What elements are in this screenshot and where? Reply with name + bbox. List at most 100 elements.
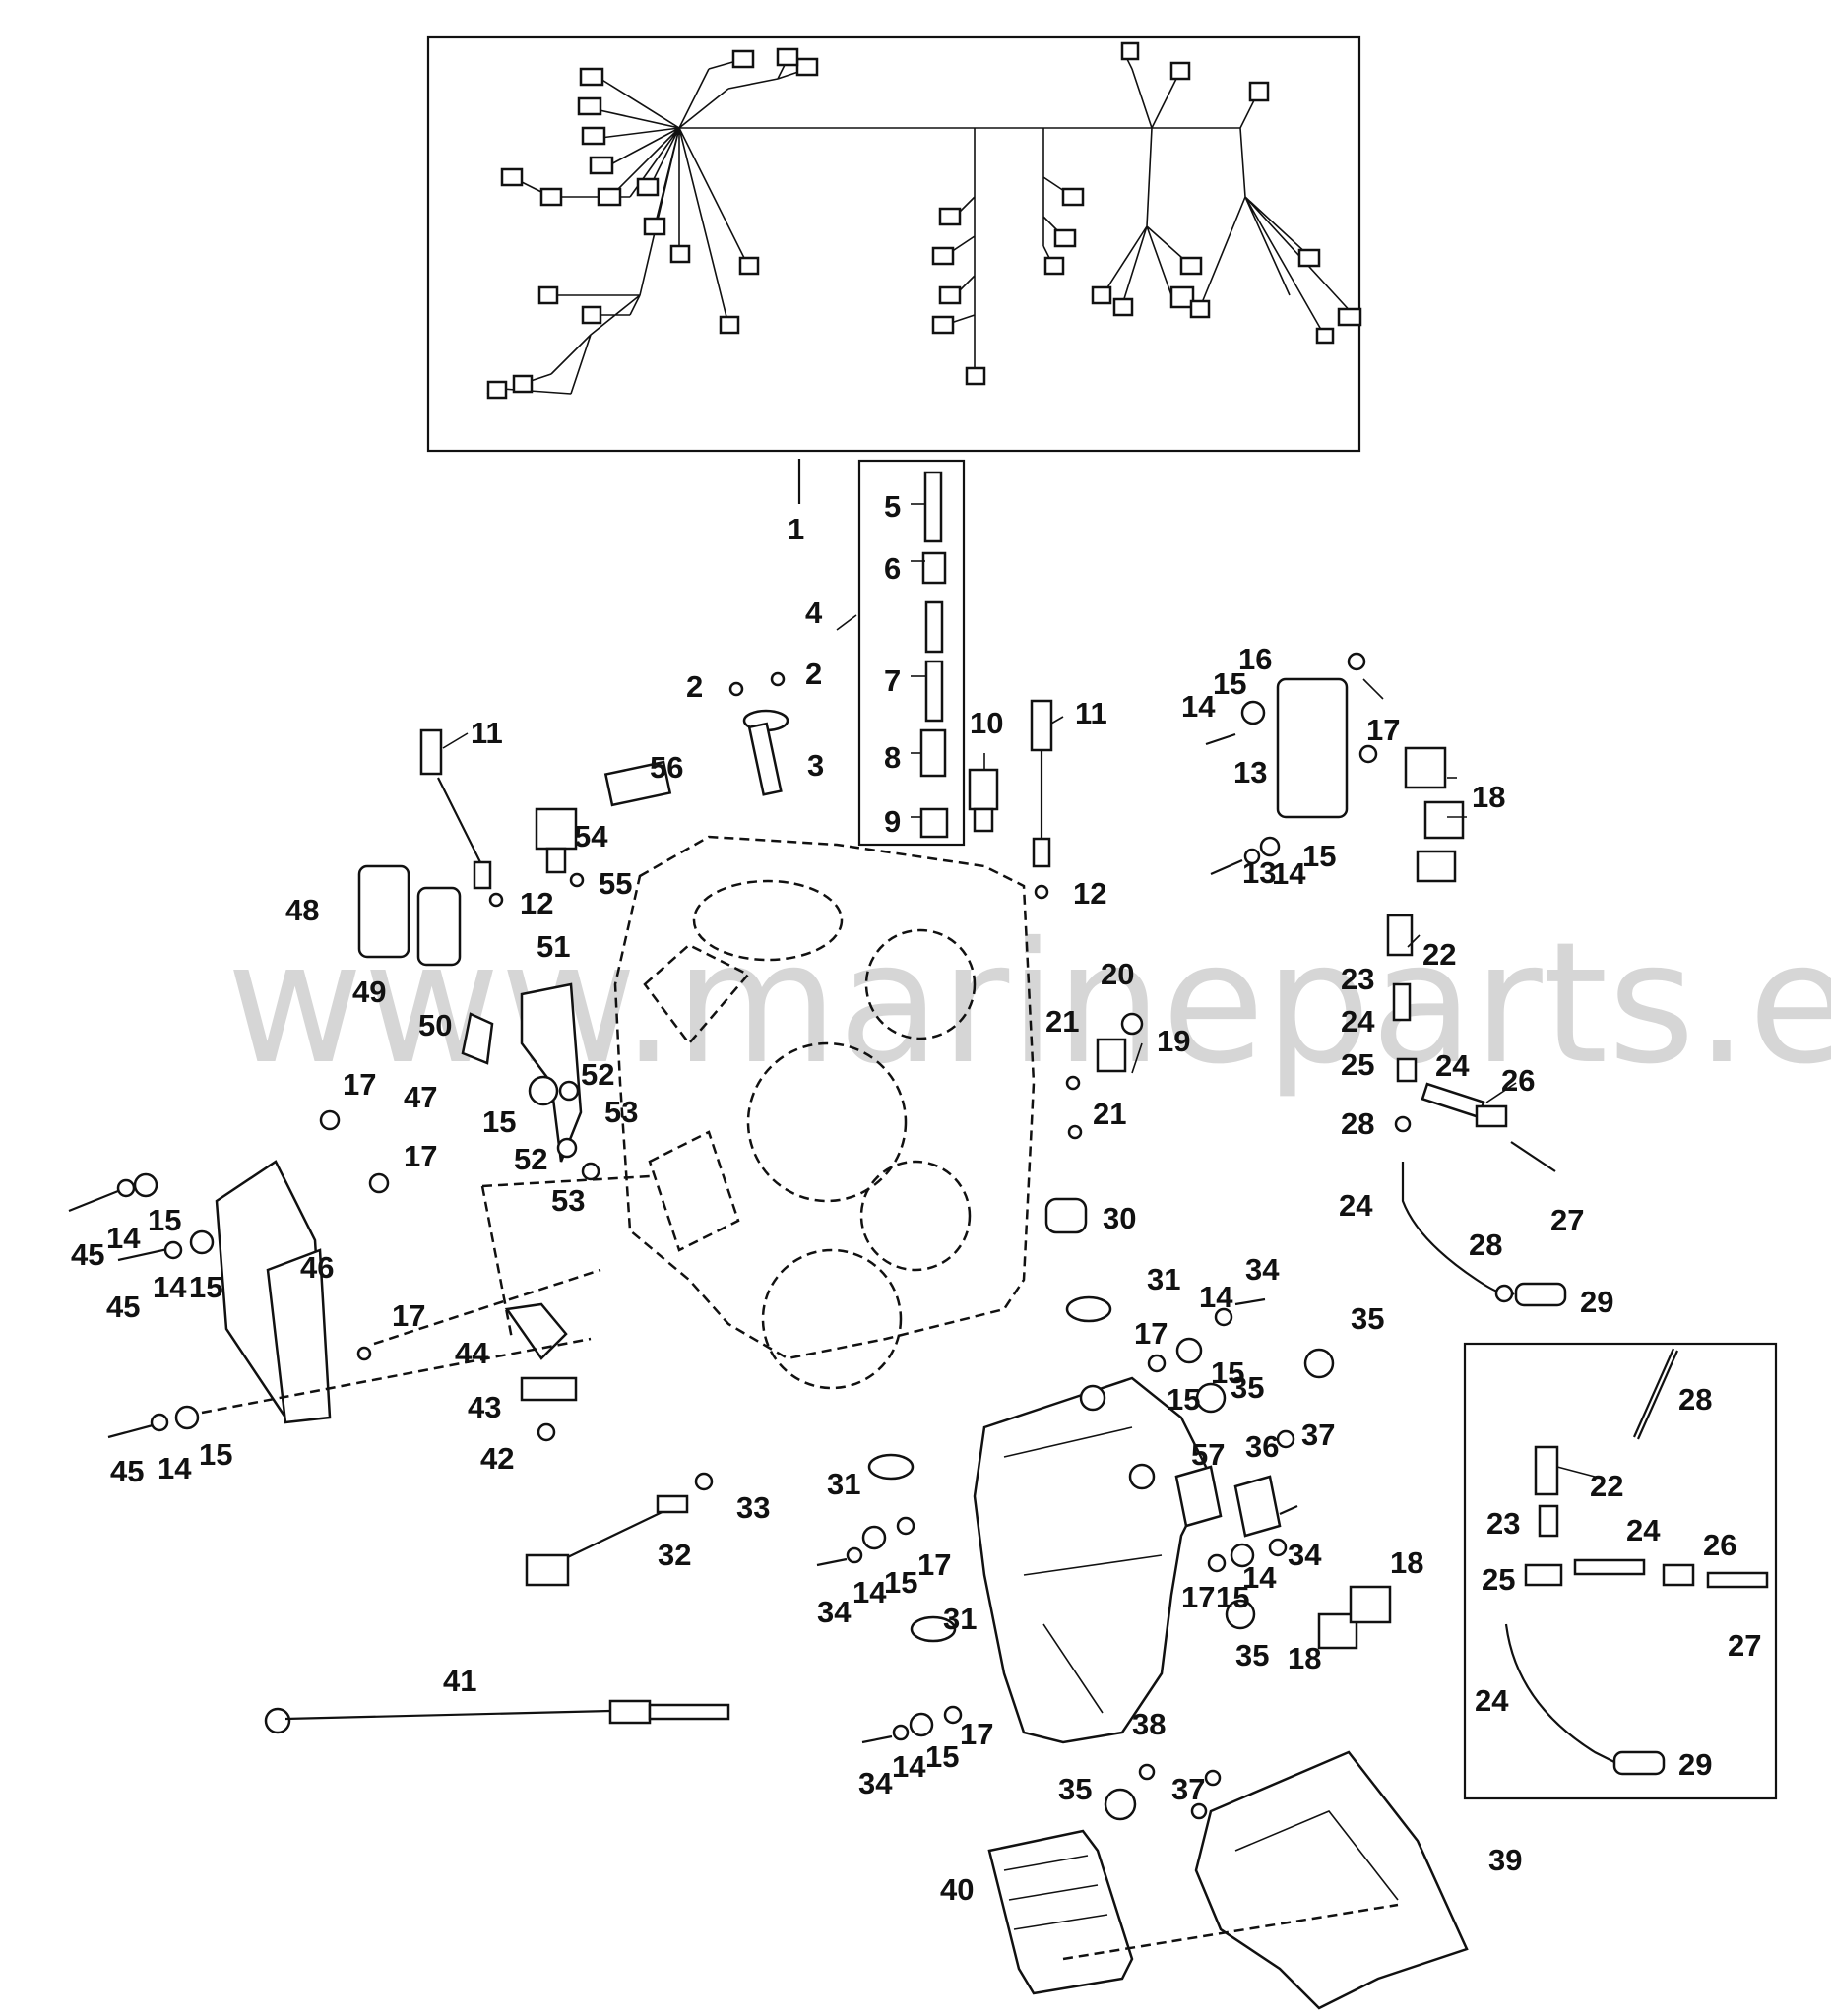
- callout-29b: 29: [1678, 1747, 1712, 1782]
- sensor-10: [968, 768, 999, 833]
- callout-31b: 31: [827, 1467, 860, 1501]
- callout-8: 8: [884, 740, 901, 775]
- callout-18c: 18: [1288, 1641, 1321, 1675]
- callout-17a: 17: [1366, 713, 1400, 747]
- callout-17g: 17: [1181, 1580, 1215, 1614]
- callout-2b: 2: [805, 657, 822, 691]
- callout-15f: 15: [199, 1437, 232, 1472]
- callout-21a: 21: [1045, 1004, 1079, 1039]
- callout-24e: 24: [1475, 1683, 1509, 1718]
- callout-46: 46: [300, 1250, 334, 1285]
- callout-23a: 23: [1341, 962, 1374, 996]
- bolts-45-14-15: [68, 1172, 215, 1439]
- callout-15i: 15: [1216, 1580, 1249, 1614]
- wiring-harness: [486, 48, 1355, 395]
- callout-53a: 53: [604, 1095, 638, 1129]
- callout-32: 32: [658, 1538, 691, 1572]
- sensor-11-right: [1030, 699, 1053, 900]
- callout-14e: 14: [158, 1451, 192, 1485]
- callout-28c: 28: [1678, 1382, 1712, 1417]
- callout-27b: 27: [1728, 1628, 1761, 1663]
- callout-41: 41: [443, 1664, 476, 1698]
- callout-4: 4: [805, 596, 823, 630]
- callout-3: 3: [807, 748, 824, 783]
- callout-34d: 34: [858, 1766, 893, 1800]
- o2-sensor-41: [264, 1699, 730, 1734]
- callout-34a: 34: [1245, 1252, 1280, 1287]
- sensor-19-20: [1065, 1012, 1144, 1140]
- engine-block: [613, 835, 1036, 1390]
- holders-36-57: [1174, 1465, 1282, 1538]
- callout-17h: 17: [960, 1717, 993, 1751]
- callout-34c: 34: [1288, 1538, 1322, 1572]
- decal-40: [987, 1829, 1134, 1995]
- callout-54: 54: [574, 819, 608, 853]
- callout-31c: 31: [943, 1602, 977, 1636]
- callout-6: 6: [884, 551, 901, 586]
- callout-33: 33: [736, 1490, 770, 1525]
- callout-49: 49: [352, 975, 386, 1009]
- bracket-38: [973, 1376, 1213, 1744]
- callout-14b: 14: [1272, 856, 1306, 891]
- callout-17b: 17: [343, 1067, 376, 1102]
- callout-14a: 14: [1181, 689, 1216, 724]
- callout-36: 36: [1245, 1429, 1279, 1464]
- callout-34b: 34: [817, 1595, 852, 1629]
- sensor-32-33: [525, 1472, 714, 1587]
- callout-52b: 52: [514, 1142, 547, 1176]
- callout-55: 55: [599, 866, 632, 901]
- callout-13b: 13: [1242, 855, 1276, 890]
- callout-14g: 14: [852, 1575, 887, 1609]
- callout-24a: 24: [1341, 1004, 1375, 1039]
- callout-25a: 25: [1341, 1047, 1374, 1082]
- sensor-8: [919, 728, 947, 778]
- callout-16: 16: [1238, 642, 1272, 676]
- callout-35b: 35: [1231, 1370, 1264, 1405]
- sensor-11-left: [419, 728, 504, 908]
- callout-52a: 52: [581, 1057, 614, 1092]
- leader-lines: [442, 503, 1596, 1478]
- callout-57: 57: [1191, 1437, 1225, 1472]
- callout-45c: 45: [110, 1454, 144, 1488]
- washers-15-52: [319, 1075, 600, 1194]
- callout-18a: 18: [1472, 780, 1505, 814]
- callout-15a: 15: [1213, 666, 1246, 701]
- callout-12a: 12: [520, 886, 553, 920]
- callout-11a: 11: [471, 716, 503, 750]
- callout-7: 7: [884, 663, 901, 698]
- callout-22a: 22: [1422, 937, 1456, 972]
- callout-53b: 53: [551, 1183, 585, 1218]
- callout-31a: 31: [1147, 1262, 1180, 1296]
- callout-20: 20: [1101, 957, 1134, 991]
- callout-26b: 26: [1703, 1528, 1736, 1562]
- fitting-6: [921, 551, 947, 585]
- sensor-42-44: [504, 1302, 578, 1442]
- sensor-3: [728, 671, 789, 796]
- bracket-51: [461, 982, 583, 1163]
- callout-14h: 14: [1242, 1560, 1277, 1595]
- ecm-46: [215, 1160, 372, 1424]
- callout-24b: 24: [1435, 1048, 1470, 1083]
- relays-18-lower: [1317, 1585, 1392, 1650]
- callout-35c: 35: [1235, 1638, 1269, 1672]
- callout-28a: 28: [1341, 1106, 1374, 1141]
- callout-25b: 25: [1482, 1562, 1515, 1597]
- callout-13a: 13: [1233, 755, 1267, 789]
- nut-9: [919, 807, 949, 839]
- clamps-31: [867, 1295, 1112, 1643]
- callout-21b: 21: [1093, 1097, 1126, 1131]
- callout-17c: 17: [404, 1139, 437, 1173]
- callout-2a: 2: [686, 669, 703, 704]
- callout-14d: 14: [153, 1270, 187, 1304]
- callout-37a: 37: [1301, 1418, 1335, 1452]
- callout-45b: 45: [106, 1290, 140, 1324]
- callout-44: 44: [455, 1336, 489, 1370]
- sleeve-7a: [924, 600, 944, 654]
- callout-14f: 14: [1199, 1280, 1233, 1314]
- callout-28b: 28: [1469, 1228, 1502, 1262]
- callout-19: 19: [1157, 1024, 1190, 1058]
- callout-35a: 35: [1351, 1301, 1384, 1336]
- callout-15e: 15: [189, 1270, 222, 1304]
- callout-47: 47: [404, 1080, 437, 1114]
- sensor-kit-frame: [857, 459, 966, 847]
